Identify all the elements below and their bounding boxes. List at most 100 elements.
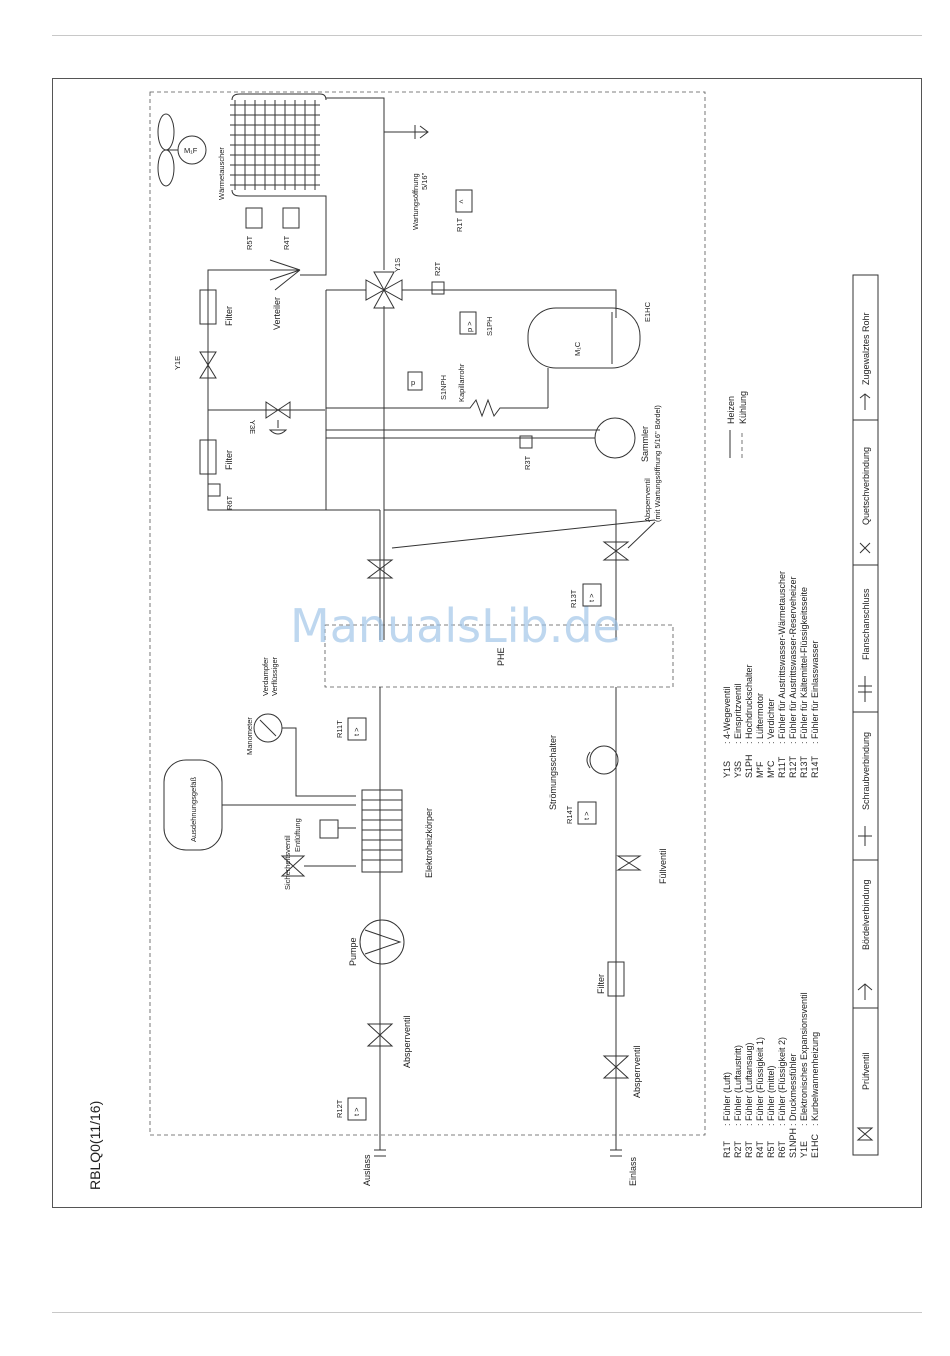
filter-top-icon: [199, 289, 217, 325]
stop-valve-note: Absperrventil: [643, 478, 652, 522]
r4t-sensor-box: [282, 207, 300, 229]
filter-mid-icon: [199, 439, 217, 475]
expanded-pipe-symbol-icon: [859, 393, 871, 410]
legend-right-desc-3: : Lüftermotor: [755, 693, 765, 744]
legend-right-code-4: M*C: [766, 760, 776, 778]
manometer-line: [282, 727, 356, 797]
legend-left-code-4: R5T: [766, 1140, 776, 1158]
symbol-legend-5: Zugewalztes Rohr: [861, 312, 871, 385]
legend-right-code-6: R12T: [788, 755, 798, 778]
legend-right-code-8: R14T: [810, 755, 820, 778]
safety-valve-icon: [280, 855, 306, 877]
inlet-label: Einlass: [628, 1156, 638, 1186]
outlet-connector: [374, 1149, 386, 1157]
top-rule: [52, 35, 922, 36]
receiver-label: Sammler: [640, 426, 650, 462]
r13t-symbol: t >: [587, 593, 596, 602]
filter-top-label: Filter: [224, 306, 234, 326]
r11t-label: R11T: [335, 720, 344, 738]
r1t-label: R1T: [455, 217, 464, 232]
water-filter-label: Filter: [596, 974, 606, 994]
legend-right-code-2: S1PH: [744, 754, 754, 778]
y1e-label: Y1E: [173, 356, 182, 370]
legend-left-desc-3: : Fühler (Flüssigkeit 1): [755, 1037, 765, 1126]
pump-icon: [359, 919, 405, 965]
legend-left-code-6: S1NPH: [788, 1128, 798, 1158]
legend-left-code-2: R3T: [744, 1140, 754, 1158]
r11t-sensor-box: [347, 717, 367, 741]
legend-left-code-1: R2T: [733, 1140, 743, 1158]
legend-left: R1T : Fühler (Luft) R2T : Fühler (Luftau…: [722, 992, 820, 1158]
discharge-line: [326, 97, 415, 133]
liquid-line: [207, 269, 380, 511]
r1t-symbol: <: [459, 197, 464, 206]
electric-heater-icon: [361, 789, 403, 873]
r2t-sensor: [431, 281, 445, 295]
r3t-label: R3T: [523, 455, 532, 470]
symbol-legend-3: Flanschanschluss: [861, 588, 871, 660]
r13t-sensor-box: [582, 583, 602, 607]
evaporator-label: Verdampfer: [261, 657, 270, 696]
r3t-sensor: [519, 435, 533, 449]
legend-left-code-8: E1HC: [810, 1133, 820, 1158]
legend-right-desc-8: : Fühler für Einlasswasser: [810, 640, 820, 744]
symbol-legend-1: Bördelverbindung: [861, 879, 871, 950]
y3e-valve-icon: [265, 401, 291, 419]
venting-icon: [319, 819, 339, 839]
page-title: RBLQ0(11/16): [87, 1101, 103, 1190]
condenser-label: Verflüssiger: [270, 656, 279, 696]
legend-left-code-7: Y1E: [799, 1141, 809, 1158]
shutoff-valve-outlet-icon: [366, 1023, 394, 1047]
receiver-lines: [326, 429, 600, 439]
legend-left-desc-2: : Fühler (Luftansaug): [744, 1042, 754, 1126]
heat-exchanger-label: Wärmetauscher: [217, 147, 226, 200]
legend-left-desc-7: : Elektronisches Expansionsventil: [799, 992, 809, 1126]
s1ph-label: S1PH: [485, 316, 494, 336]
compressor-label: M₁C: [573, 341, 582, 356]
r14t-label: R14T: [565, 805, 574, 824]
legend-right-desc-2: : Hochdruckschalter: [744, 664, 754, 744]
heater-connections: [304, 827, 356, 867]
diagram-frame: [52, 78, 922, 1208]
venting-label: Entlüftung: [293, 818, 302, 852]
unit-boundary: [149, 91, 706, 1136]
s1nph-box: [407, 371, 423, 391]
legend-left-desc-6: : Druckmessfühler: [788, 1053, 798, 1126]
screw-connection-symbol-icon: [858, 826, 872, 846]
capillary-label: Kapillarrohr: [457, 363, 466, 402]
four-way-connections: [326, 289, 617, 318]
legend-right-desc-5: : Fühler für Austrittswasser-Wärmetausch…: [777, 571, 787, 744]
distributor-label: Verteiler: [272, 297, 282, 330]
distributor-lines: [269, 195, 327, 291]
legend-right-code-5: R11T: [777, 756, 787, 778]
receiver-icon: [594, 417, 636, 459]
phe-gas-line: [384, 509, 617, 640]
r11t-symbol: t >: [352, 727, 361, 736]
r14t-sensor-box: [577, 801, 597, 825]
y3e-actuator-icon: [268, 420, 288, 435]
symbol-legend-4: Quetschverbindung: [861, 447, 871, 525]
filter-mid-label: Filter: [224, 450, 234, 470]
inlet-connector: [610, 1149, 622, 1157]
y3e-label: Y3E: [248, 420, 257, 434]
legend-right-desc-1: : Einspritzventil: [733, 683, 743, 744]
s1ph-symbol: p >: [465, 321, 474, 332]
s1ph-box: [459, 311, 477, 335]
r6t-sensor: [207, 483, 221, 497]
legend-right-desc-7: : Fühler für Kältemittel-Flüssigkeitssei…: [799, 587, 809, 744]
legend-left-code-5: R6T: [777, 1140, 787, 1158]
bottom-rule: [52, 1312, 922, 1313]
watermark: ManualsLib.de: [290, 599, 621, 653]
r5t-sensor-box: [245, 207, 263, 229]
pump-label: Pumpe: [348, 937, 358, 966]
stop-valve-note2: (mit Wartungsöffnung 5/16" Bördel): [653, 405, 662, 522]
r6t-label: R6T: [225, 495, 234, 510]
legend-left-code-3: R4T: [755, 1140, 765, 1158]
service-port-icon: [414, 125, 429, 139]
phe-label: PHE: [496, 647, 506, 666]
y1s-label: Y1S: [393, 258, 402, 272]
fill-valve-label: Füllventil: [658, 848, 668, 884]
legend-left-desc-4: : Fühler (mittel): [766, 1065, 776, 1126]
